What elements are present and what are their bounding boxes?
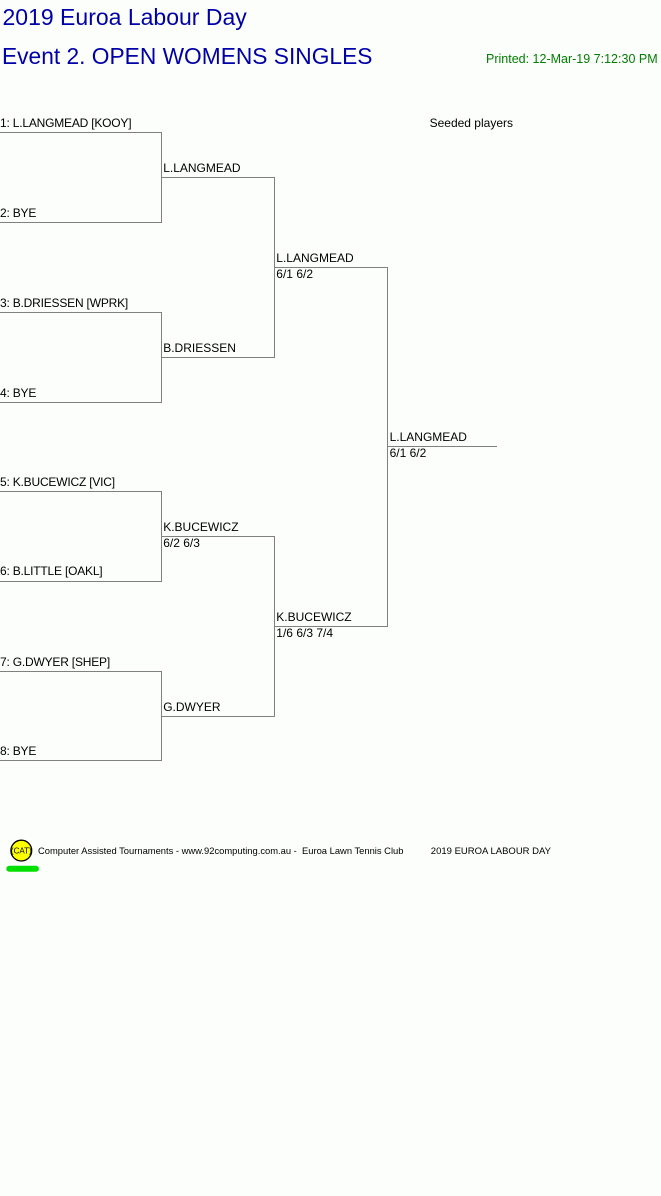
svg-text:(CAT): (CAT) — [11, 846, 32, 855]
